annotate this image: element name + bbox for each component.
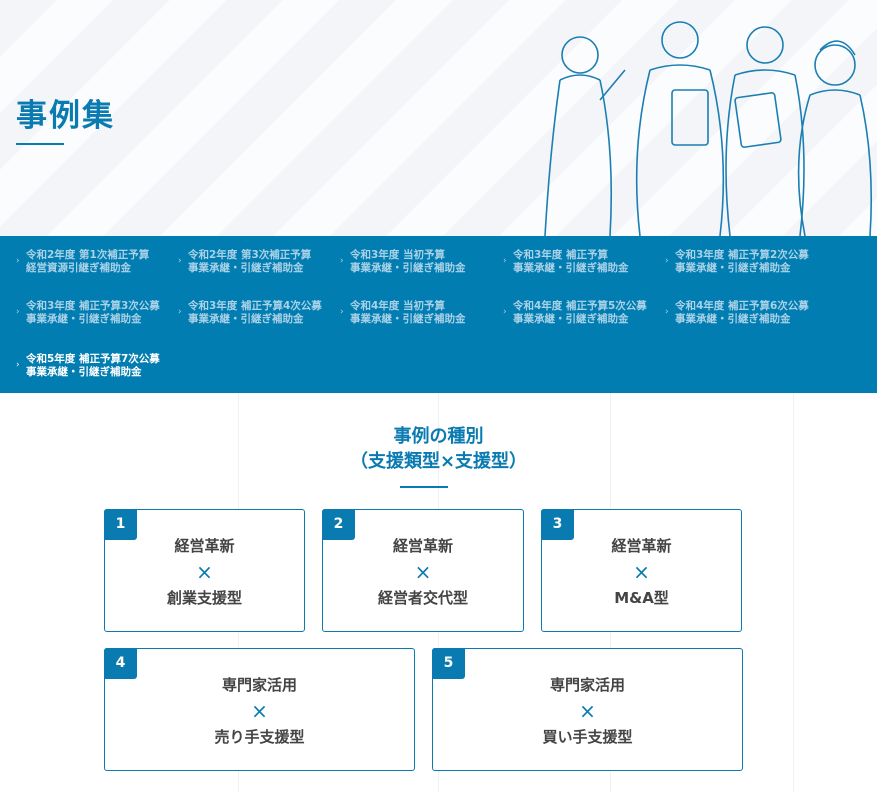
nav-link[interactable]: › 令和3年度 補正予算2次公募事業承継・引継ぎ補助金: [665, 249, 827, 275]
support-type: 売り手支援型: [214, 728, 305, 746]
nav-link-year: 令和2年度 第1次補正予算: [26, 249, 150, 261]
card-number-badge: 2: [322, 509, 355, 540]
card-number-badge: 5: [432, 648, 465, 679]
support-category: 経営革新: [174, 537, 235, 555]
chevron-right-icon: ›: [503, 256, 507, 266]
fiscal-year-nav: ›令和2年度 第1次補正予算経営資源引継ぎ補助金›令和2年度 第3次補正予算事業…: [0, 236, 877, 393]
chevron-right-icon: ›: [340, 256, 344, 266]
chevron-right-icon: ›: [665, 307, 669, 317]
nav-link-year: 令和2年度 第3次補正予算: [188, 249, 312, 261]
chevron-right-icon: ›: [503, 307, 507, 317]
card-number-badge: 4: [104, 648, 137, 679]
support-type: 経営者交代型: [377, 589, 468, 607]
nav-link[interactable]: › 令和2年度 第3次補正予算事業承継・引継ぎ補助金: [178, 249, 340, 275]
chevron-right-icon: ›: [16, 360, 20, 370]
nav-link-year: 令和4年度 当初予算: [350, 300, 445, 312]
cross-icon: ×: [579, 699, 596, 723]
support-type: 買い手支援型: [542, 728, 633, 746]
nav-link[interactable]: › 令和4年度 当初予算事業承継・引継ぎ補助金: [340, 300, 502, 326]
support-type: M&A型: [614, 589, 669, 607]
case-type-card[interactable]: 4 専門家活用 × 売り手支援型: [104, 648, 415, 771]
nav-link[interactable]: › 令和5年度 補正予算7次公募事業承継・引継ぎ補助金: [16, 353, 178, 379]
support-category: 経営革新: [392, 537, 453, 555]
cross-icon: ×: [633, 560, 650, 584]
case-type-card[interactable]: 3 経営革新 × M&A型: [541, 509, 742, 632]
chevron-right-icon: ›: [16, 256, 20, 266]
nav-link[interactable]: › 令和3年度 補正予算事業承継・引継ぎ補助金: [503, 249, 665, 275]
nav-link[interactable]: › 令和3年度 補正予算3次公募事業承継・引継ぎ補助金: [16, 300, 178, 326]
nav-link-year: 令和3年度 補正予算3次公募: [26, 300, 160, 312]
section-title: 事例の種別: [393, 426, 484, 447]
nav-link-year: 令和3年度 補正予算: [513, 249, 608, 261]
section-subtitle: （支援類型×支援型）: [349, 451, 528, 472]
case-type-card[interactable]: 5 専門家活用 × 買い手支援型: [432, 648, 743, 771]
nav-link[interactable]: › 令和4年度 補正予算6次公募事業承継・引継ぎ補助金: [665, 300, 827, 326]
nav-link[interactable]: › 令和3年度 補正予算4次公募事業承継・引継ぎ補助金: [178, 300, 340, 326]
chevron-right-icon: ›: [178, 307, 182, 317]
support-category: 専門家活用: [549, 676, 625, 694]
nav-link-subsidy: 事業承継・引継ぎ補助金: [350, 262, 466, 274]
nav-link-subsidy: 経営資源引継ぎ補助金: [26, 262, 131, 274]
nav-link-subsidy: 事業承継・引継ぎ補助金: [188, 313, 304, 325]
nav-link-year: 令和5年度 補正予算7次公募: [26, 353, 160, 365]
nav-link-year: 令和4年度 補正予算6次公募: [675, 300, 809, 312]
cross-icon: ×: [251, 699, 268, 723]
chevron-right-icon: ›: [178, 256, 182, 266]
nav-link-subsidy: 事業承継・引継ぎ補助金: [513, 262, 629, 274]
nav-link-year: 令和3年度 補正予算2次公募: [675, 249, 809, 261]
support-type: 創業支援型: [166, 589, 242, 607]
section-underline: [400, 486, 448, 488]
people-illustration: [544, 21, 873, 236]
case-type-card[interactable]: 1 経営革新 × 創業支援型: [104, 509, 305, 632]
background-line: [793, 393, 794, 792]
support-category: 経営革新: [611, 537, 672, 555]
hero-banner: 事例集: [0, 0, 877, 236]
nav-link-year: 令和3年度 補正予算4次公募: [188, 300, 322, 312]
card-number-badge: 1: [104, 509, 137, 540]
case-type-card[interactable]: 2 経営革新 × 経営者交代型: [322, 509, 524, 632]
nav-link-subsidy: 事業承継・引継ぎ補助金: [513, 313, 629, 325]
nav-link[interactable]: › 令和2年度 第1次補正予算経営資源引継ぎ補助金: [16, 249, 178, 275]
nav-link-subsidy: 事業承継・引継ぎ補助金: [675, 262, 791, 274]
chevron-right-icon: ›: [665, 256, 669, 266]
nav-link-subsidy: 事業承継・引継ぎ補助金: [26, 313, 142, 325]
chevron-right-icon: ›: [340, 307, 344, 317]
support-category: 専門家活用: [221, 676, 297, 694]
chevron-right-icon: ›: [16, 307, 20, 317]
cross-icon: ×: [414, 560, 432, 584]
nav-link-year: 令和4年度 補正予算5次公募: [513, 300, 647, 312]
title-underline: [16, 143, 64, 145]
nav-link[interactable]: › 令和4年度 補正予算5次公募事業承継・引継ぎ補助金: [503, 300, 665, 326]
card-number-badge: 3: [541, 509, 574, 540]
nav-link-year: 令和3年度 当初予算: [350, 249, 445, 261]
cross-icon: ×: [196, 560, 213, 584]
nav-link-subsidy: 事業承継・引継ぎ補助金: [350, 313, 466, 325]
page-title: 事例集: [16, 98, 115, 134]
nav-link[interactable]: › 令和3年度 当初予算事業承継・引継ぎ補助金: [340, 249, 502, 275]
nav-link-subsidy: 事業承継・引継ぎ補助金: [188, 262, 304, 274]
nav-link-subsidy: 事業承継・引継ぎ補助金: [675, 313, 791, 325]
nav-link-subsidy: 事業承継・引継ぎ補助金: [26, 366, 142, 378]
